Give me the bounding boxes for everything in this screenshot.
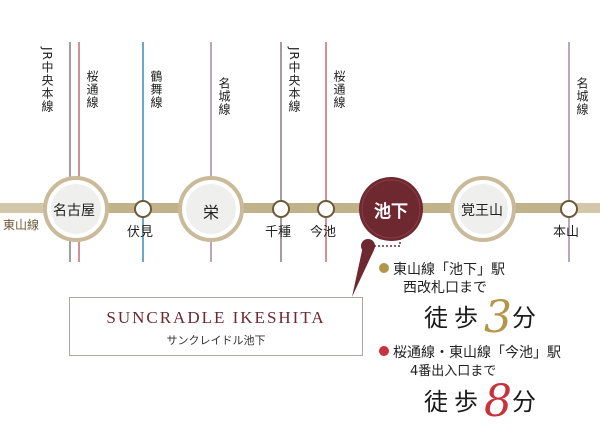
station-imaike-dot xyxy=(317,200,335,218)
meijo-line-label-right: 名城線 xyxy=(575,77,589,116)
property-name-box: SUNCRADLE IKESHITA サンクレイドル池下 xyxy=(69,297,363,356)
access-1-station: 東山線「池下」駅 xyxy=(393,262,505,278)
station-motoyama-dot xyxy=(560,200,578,218)
station-kakuozan-label: 覚王山 xyxy=(461,203,503,219)
access-1-unit: 分 xyxy=(512,304,536,332)
station-fushimi-dot xyxy=(134,200,152,218)
higashiyama-line-label: 東山線 xyxy=(3,218,40,232)
access-1-minutes: 3 xyxy=(484,292,512,343)
access-2-minutes: 8 xyxy=(484,376,512,427)
access-2-walk-time: 徒歩8分 xyxy=(424,376,536,427)
station-imaike-label: 今池 xyxy=(310,225,337,240)
station-nagoya-label: 名古屋 xyxy=(53,203,95,219)
pin-connector xyxy=(370,233,401,247)
access-2-unit: 分 xyxy=(512,388,536,416)
meijo-line-label-left: 名城線 xyxy=(217,77,231,116)
access-1-walk-word: 徒歩 xyxy=(424,304,484,332)
access-1-walk-time: 徒歩3分 xyxy=(424,292,536,343)
property-pin-tail xyxy=(352,246,374,297)
station-ikeshita-circle xyxy=(359,177,423,241)
station-ikeshita-label: 池下 xyxy=(374,202,408,222)
station-motoyama-label: 本山 xyxy=(553,225,580,240)
station-fushimi-label: 伏見 xyxy=(127,225,154,240)
sakura-dori-line-label-right: 桜通線 xyxy=(332,70,346,109)
tsurumai-line-label: 鶴舞線 xyxy=(149,70,163,109)
station-chikusa-dot xyxy=(272,200,290,218)
sakura-dori-line-label-left: 桜通線 xyxy=(85,70,99,109)
property-name-en: SUNCRADLE IKESHITA xyxy=(106,308,326,327)
property-name-ja: サンクレイドル池下 xyxy=(166,334,266,347)
station-kakuozan-inner xyxy=(458,184,508,234)
station-ikeshita-ring xyxy=(361,179,421,239)
access-2-exit: 4番出入口まで xyxy=(410,364,497,379)
jr-chuo-line-label-left: JR中央本線 xyxy=(40,47,54,113)
access-2-station: 桜通線・東山線「今池」駅 xyxy=(393,345,561,361)
station-sakae-inner xyxy=(186,184,236,234)
property-pin-head xyxy=(361,239,375,253)
station-nagoya-inner xyxy=(51,184,101,234)
access-bullet-red xyxy=(379,346,389,356)
jr-chuo-line-label-right: JR中央本線 xyxy=(287,47,301,113)
station-sakae-label: 栄 xyxy=(203,203,220,222)
access-2-walk-word: 徒歩 xyxy=(424,388,484,416)
access-bullet-gold xyxy=(379,263,389,273)
station-chikusa-label: 千種 xyxy=(265,225,292,240)
access-1-exit: 西改札口まで xyxy=(403,280,487,296)
